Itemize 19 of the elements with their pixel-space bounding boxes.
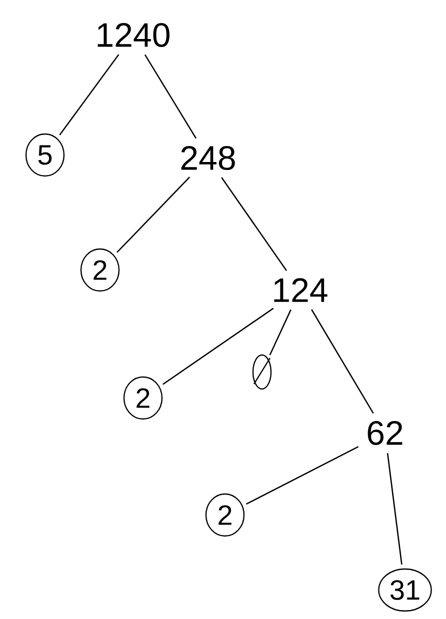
branch-line	[116, 176, 190, 253]
circled-number: 5	[25, 133, 65, 177]
branch-line	[246, 446, 359, 505]
number: 1240	[98, 22, 170, 48]
crossed-out-circle	[252, 354, 272, 390]
number: 248	[181, 146, 235, 170]
number: 124	[274, 278, 328, 302]
branch-line	[144, 54, 197, 139]
circled-number: 31	[378, 568, 432, 612]
circled-number: 2	[205, 493, 245, 537]
branch-line	[162, 308, 274, 385]
branch-line	[59, 54, 120, 136]
number: 62	[368, 420, 402, 446]
branch-line	[386, 453, 402, 565]
circled-number: 2	[80, 248, 120, 292]
circled-number: 2	[123, 376, 163, 420]
branch-line	[311, 309, 374, 414]
branch-line	[221, 177, 288, 272]
branch-line	[269, 309, 292, 356]
